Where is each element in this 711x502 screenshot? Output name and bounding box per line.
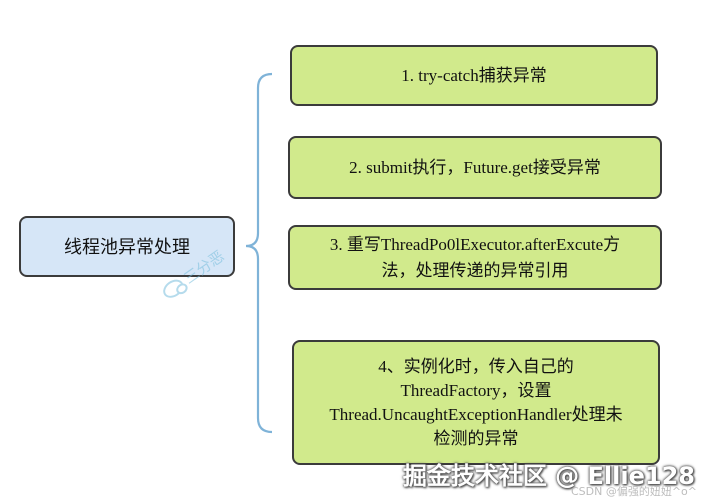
branch-3-line-2: 法，处理传递的异常引用: [381, 260, 569, 280]
wechat-icon: [159, 275, 187, 302]
branch-1-line-1: 1. try-catch捕获异常: [401, 65, 547, 85]
branch-3-line-1: 3. 重写ThreadPo0lExecutor.afterExcute方: [329, 234, 621, 254]
branch-4-line-3: Thread.UncaughtExceptionHandler处理未: [329, 404, 623, 424]
root-label: 线程池异常处理: [64, 236, 190, 257]
bottom-watermark: 掘金技术社区 @ Ellie128: [402, 462, 695, 490]
branch-node-3: 3. 重写ThreadPo0lExecutor.afterExcute方 法，处…: [288, 225, 662, 290]
root-node: 线程池异常处理: [19, 216, 235, 277]
branch-4-line-1: 4、实例化时，传入自己的: [378, 356, 574, 376]
csdn-watermark: CSDN @偏强的妞妞^o^: [570, 485, 697, 498]
brace-path: [245, 72, 273, 434]
branch-4-line-4: 检测的异常: [433, 428, 519, 448]
branch-node-4: 4、实例化时，传入自己的 ThreadFactory，设置 Thread.Unc…: [292, 340, 660, 465]
branch-4-line-2: ThreadFactory，设置: [400, 380, 552, 400]
branch-node-1: 1. try-catch捕获异常: [290, 45, 658, 106]
branch-node-2: 2. submit执行，Future.get接受异常: [288, 136, 662, 199]
branch-2-line-1: 2. submit执行，Future.get接受异常: [349, 157, 601, 177]
